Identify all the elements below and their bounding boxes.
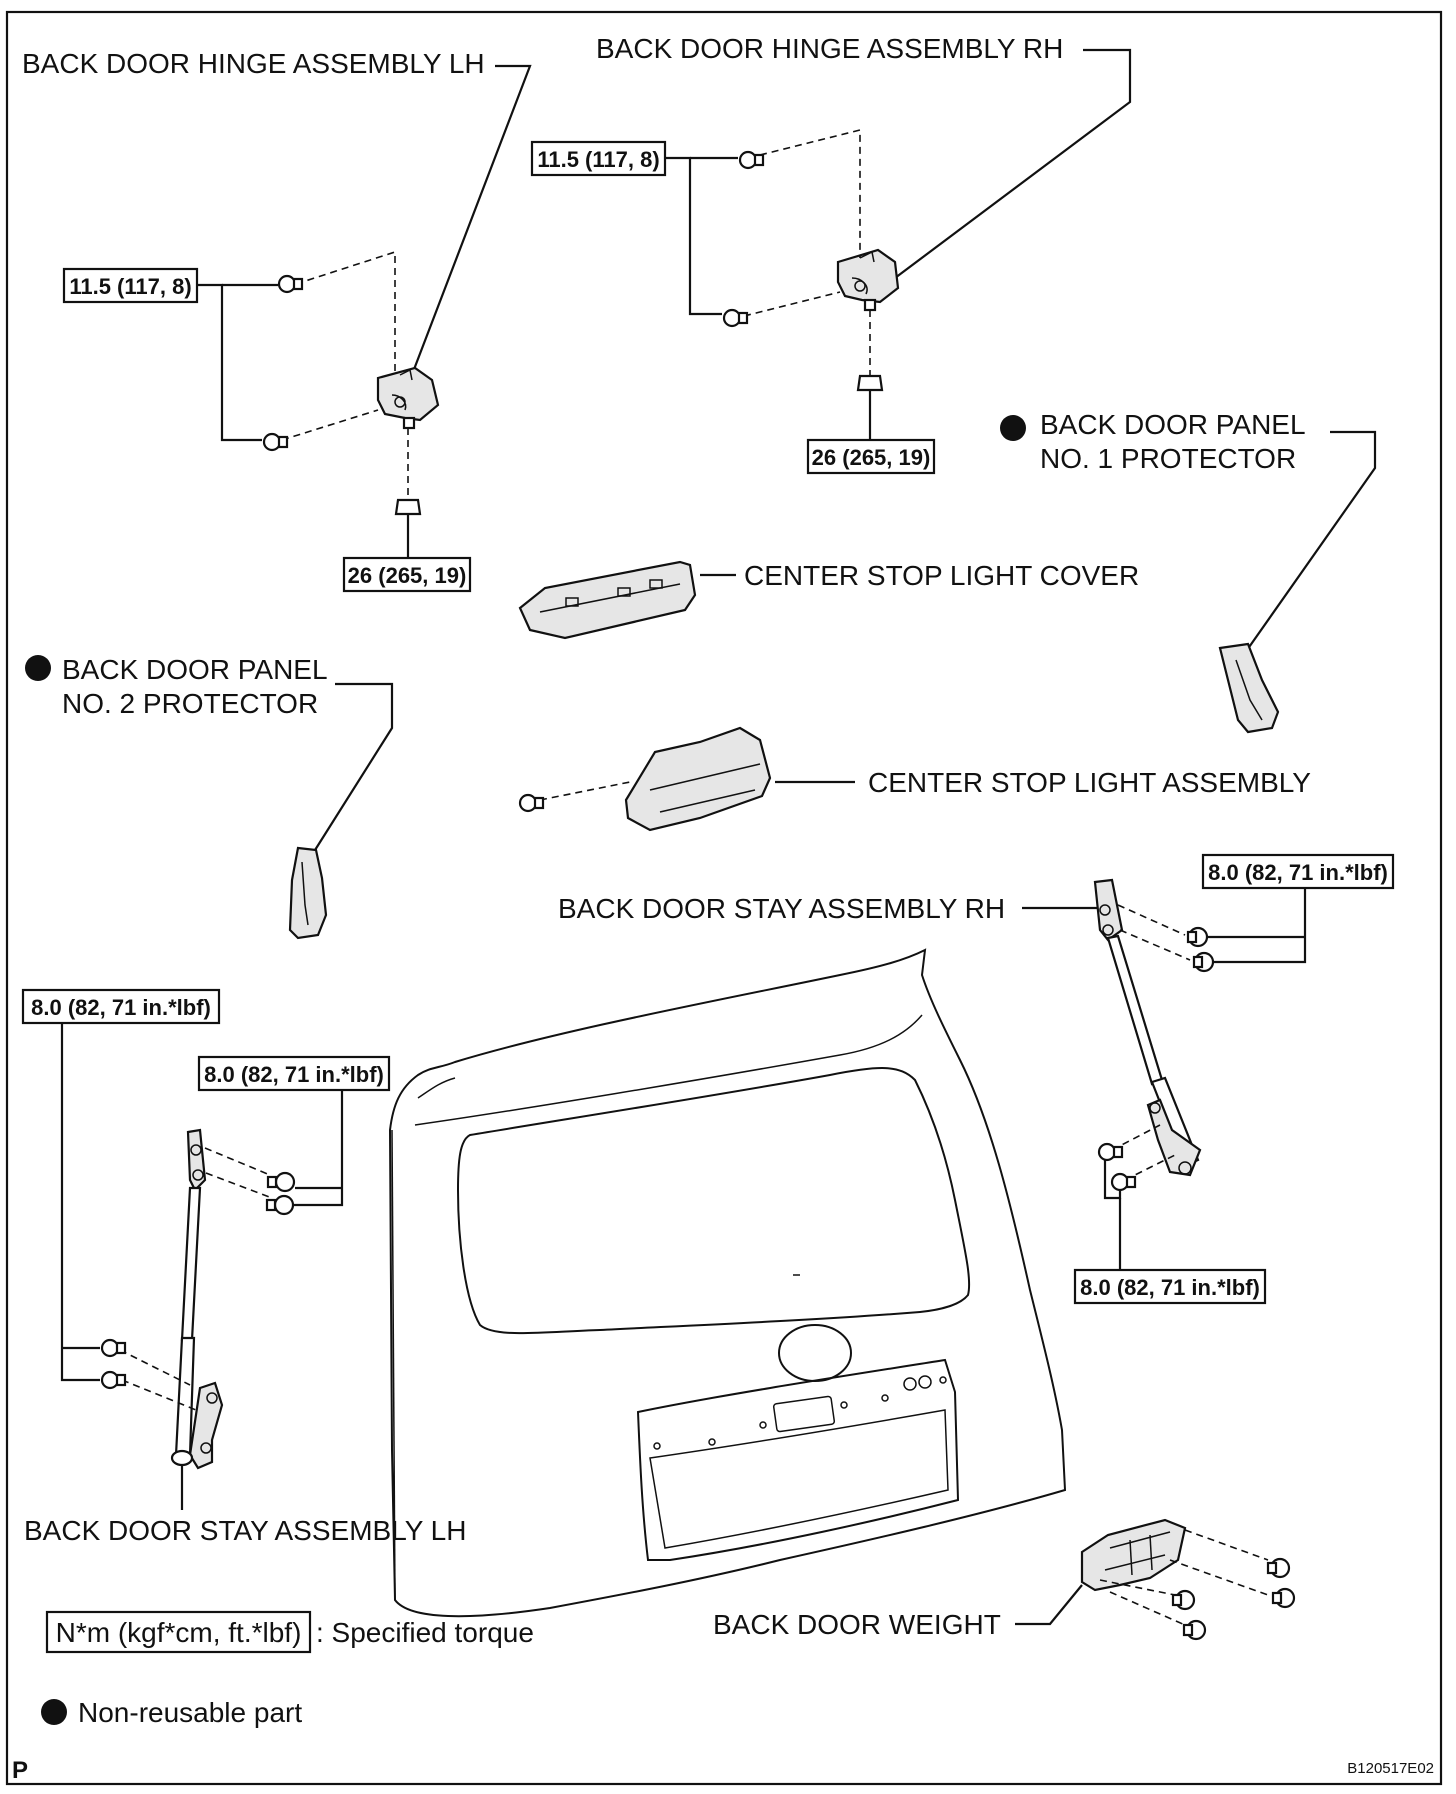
panel-1-label-line1: BACK DOOR PANEL: [1040, 409, 1306, 440]
stay-rh-group: BACK DOOR STAY ASSEMBLY RH 8.0 (82, 71 i…: [558, 853, 1395, 1305]
stay-rh-bolt-upper-2: [1192, 951, 1215, 973]
torque-box-hinge-rh-bolts: [530, 140, 667, 177]
hinge-rh-label: BACK DOOR HINGE ASSEMBLY RH: [596, 33, 1063, 64]
torque-box-stay-rh-lower: [1073, 1268, 1267, 1305]
torque-hinge-lh-bolts: 11.5 (117, 8): [69, 274, 191, 299]
hinge-lh-part: [376, 366, 440, 422]
weight-label: BACK DOOR WEIGHT: [713, 1609, 1001, 1640]
torque-stay-lh-upper: 8.0 (82, 71 in.*lbf): [204, 1062, 384, 1087]
diagram-frame: [5, 10, 1443, 1786]
legend-torque-unit: N*m (kgf*cm, ft.*lbf): [56, 1617, 302, 1648]
hinge-lh-group: BACK DOOR HINGE ASSEMBLY LH 11.5 (117, 8…: [22, 48, 532, 593]
weight-bolt-1: [1266, 1557, 1291, 1579]
weight-bolt-4: [1182, 1619, 1207, 1641]
stay-rh-bolt-lower-1: [1097, 1142, 1124, 1162]
stay-lh-bolt-lower-1: [100, 1338, 127, 1358]
stop-light-assembly-group: CENTER STOP LIGHT ASSEMBLY: [518, 726, 1311, 832]
legend-non-reusable: Non-reusable part: [78, 1697, 302, 1728]
non-reusable-dot-panel-1: [1000, 415, 1026, 441]
stop-light-assembly-label: CENTER STOP LIGHT ASSEMBLY: [868, 767, 1311, 798]
torque-hinge-rh-nut: 26 (265, 19): [812, 445, 931, 470]
weight-group: BACK DOOR WEIGHT: [713, 1518, 1296, 1641]
torque-box-stay-lh-lower: [21, 988, 221, 1025]
panel-2-protector-part: [288, 846, 328, 940]
stay-lh-bolt-upper-1: [266, 1171, 296, 1193]
non-reusable-dot-panel-2: [25, 655, 51, 681]
weight-part: [1080, 1518, 1187, 1592]
torque-stay-lh-lower: 8.0 (82, 71 in.*lbf): [31, 995, 211, 1020]
stay-lh-upper-bracket: [186, 1128, 207, 1192]
torque-box-stay-rh-upper: [1201, 853, 1395, 890]
hinge-lh-label: BACK DOOR HINGE ASSEMBLY LH: [22, 48, 485, 79]
stay-rh-bolt-upper-1: [1186, 926, 1209, 948]
stay-lh-bolt-lower-2: [100, 1370, 127, 1390]
hinge-lh-nut: [394, 498, 422, 516]
stay-lh-label: BACK DOOR STAY ASSEMBLY LH: [24, 1515, 466, 1546]
stay-rh-bolt-lower-2: [1110, 1172, 1137, 1192]
stay-lh-bolt-upper-2: [265, 1194, 295, 1216]
stay-rh-lower-bracket: [1146, 1098, 1202, 1177]
legend-torque-desc: : Specified torque: [316, 1617, 534, 1648]
stay-rh-rod: [1106, 934, 1164, 1086]
hinge-rh-bolt-lower: [722, 308, 749, 328]
hinge-rh-bolt-upper: [738, 150, 765, 170]
torque-box-hinge-rh-nut: [806, 438, 936, 475]
legend-torque-box: [45, 1610, 312, 1654]
torque-box-hinge-lh-bolts: [62, 267, 199, 304]
stay-lh-rod: [180, 1186, 202, 1342]
hinge-rh-nut: [856, 374, 884, 392]
stay-rh-upper-bracket: [1093, 878, 1124, 942]
hinge-rh-group: BACK DOOR HINGE ASSEMBLY RH 11.5 (117, 8…: [530, 33, 1132, 475]
legend: N*m (kgf*cm, ft.*lbf) : Specified torque…: [41, 1610, 534, 1728]
torque-hinge-rh-bolts: 11.5 (117, 8): [537, 147, 659, 172]
weight-bolt-3: [1171, 1589, 1196, 1611]
panel-1-protector-part: [1218, 642, 1280, 734]
hinge-lh-bolt-upper: [277, 274, 304, 294]
back-door-body: [388, 948, 1067, 1618]
torque-stay-rh-lower: 8.0 (82, 71 in.*lbf): [1080, 1275, 1260, 1300]
torque-box-stay-lh-upper: [197, 1055, 391, 1092]
panel-1-protector-group: BACK DOOR PANEL NO. 1 PROTECTOR: [1000, 409, 1377, 734]
stop-light-bolt: [518, 793, 545, 813]
weight-bolt-2: [1271, 1587, 1296, 1609]
torque-hinge-lh-nut: 26 (265, 19): [348, 563, 467, 588]
panel-1-label-line2: NO. 1 PROTECTOR: [1040, 443, 1296, 474]
panel-2-label-line1: BACK DOOR PANEL: [62, 654, 328, 685]
stop-light-cover-group: CENTER STOP LIGHT COVER: [518, 560, 1139, 640]
hinge-lh-bolt-lower: [262, 432, 289, 452]
stop-light-cover-label: CENTER STOP LIGHT COVER: [744, 560, 1139, 591]
legend-non-reusable-dot: [41, 1699, 67, 1725]
corner-mark: P: [12, 1757, 28, 1784]
stay-lh-group: 8.0 (82, 71 in.*lbf) 8.0 (82, 71 in.*lbf…: [21, 988, 466, 1546]
figure-code: B120517E02: [1347, 1760, 1434, 1777]
torque-stay-rh-upper: 8.0 (82, 71 in.*lbf): [1208, 860, 1388, 885]
panel-2-label-line2: NO. 2 PROTECTOR: [62, 688, 318, 719]
panel-2-protector-group: BACK DOOR PANEL NO. 2 PROTECTOR: [25, 654, 394, 940]
hinge-rh-part: [836, 248, 900, 304]
stay-rh-label: BACK DOOR STAY ASSEMBLY RH: [558, 893, 1005, 924]
stop-light-cover-part: [518, 560, 697, 640]
torque-box-hinge-lh-nut: [342, 556, 472, 593]
